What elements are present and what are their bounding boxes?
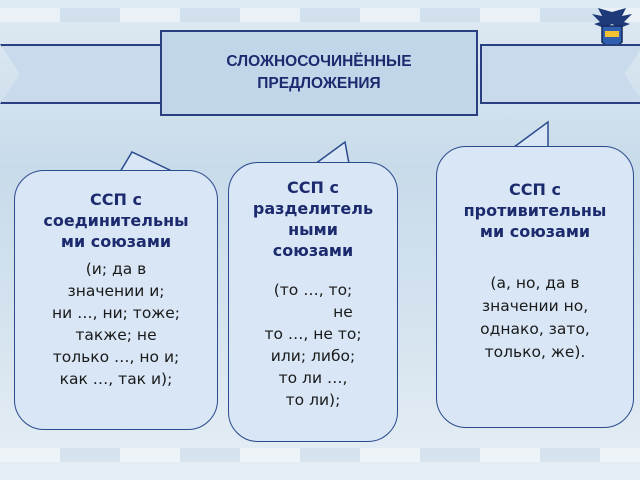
- card-heading: ССП с противительны ми союзами: [463, 180, 607, 241]
- card-heading: ССП с соединительны ми союзами: [43, 190, 189, 251]
- card-connecting-conjunctions: ССП с соединительны ми союзами (и; да в …: [14, 170, 218, 430]
- card-body: (а, но, да в значении но, однако, зато, …: [480, 274, 590, 361]
- card-heading: ССП с разделитель ными союзами: [252, 178, 374, 260]
- background-band: [0, 8, 640, 22]
- card-dividing-conjunctions: ССП с разделитель ными союзами (то …, то…: [228, 162, 398, 442]
- card-adversative-conjunctions: ССП с противительны ми союзами (а, но, д…: [436, 146, 634, 428]
- background-band: [0, 448, 640, 462]
- ribbon-left-tail: [0, 44, 164, 104]
- card-body: (и; да в значении и; ни …, ни; тоже; так…: [51, 260, 181, 388]
- page-title: СЛОЖНОСОЧИНЁННЫЕ ПРЕДЛОЖЕНИЯ: [226, 53, 412, 92]
- ribbon-right-tail: [480, 44, 640, 104]
- card-body: (то …, то; не то …, не то; или; либо; то…: [264, 281, 362, 409]
- title-banner: СЛОЖНОСОЧИНЁННЫЕ ПРЕДЛОЖЕНИЯ: [160, 30, 478, 116]
